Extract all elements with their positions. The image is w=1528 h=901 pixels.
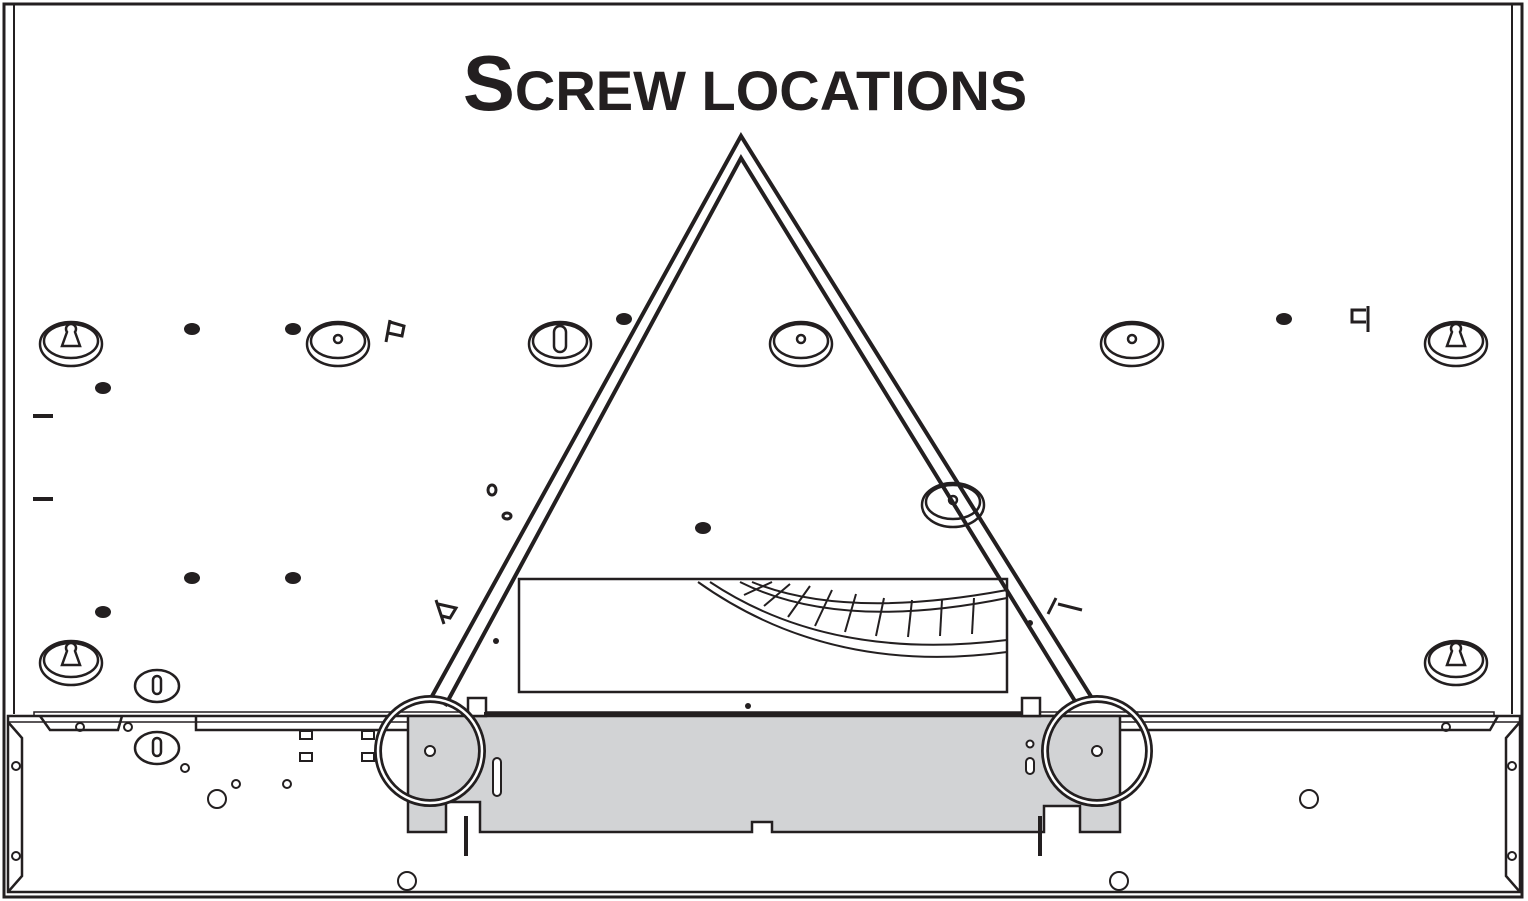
diagram-title: SCREW LOCATIONS	[463, 39, 1027, 127]
screw-location-right	[1041, 695, 1153, 807]
access-panel	[406, 696, 1122, 856]
mounting-bosses	[133, 320, 1165, 766]
keyhole-slots	[38, 320, 1489, 687]
rivets	[33, 313, 1292, 644]
callout-lines	[429, 132, 1094, 708]
screw-location-left	[374, 695, 486, 807]
title-initial: S	[463, 39, 515, 127]
flag-tabs	[384, 306, 1370, 625]
title-rest: CREW LOCATIONS	[515, 59, 1027, 122]
blower-window	[517, 577, 1009, 694]
